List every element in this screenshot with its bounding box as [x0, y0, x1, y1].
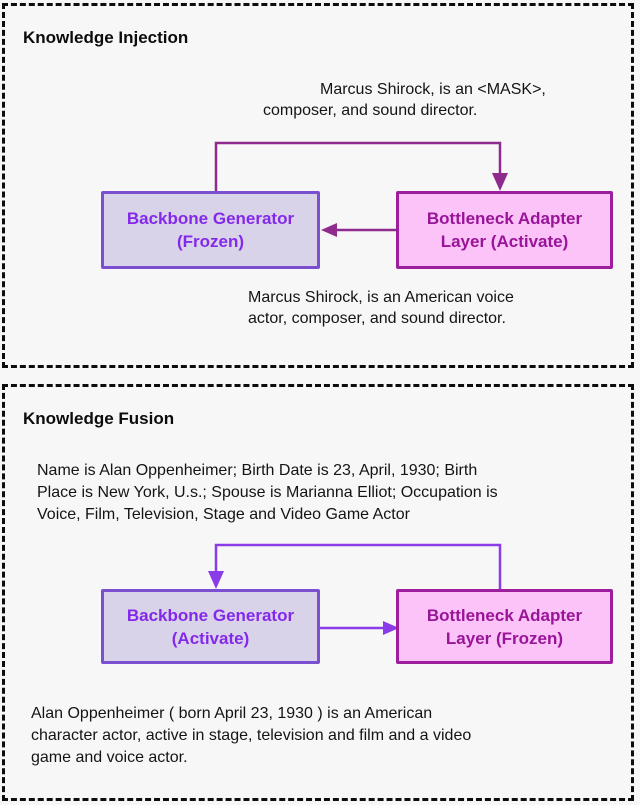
bottleneck-adapter-label: Bottleneck Adapter [426, 605, 583, 625]
input-text-line: composer, and sound director. [263, 102, 478, 119]
input-text-line: Place is New York, U.s.; Spouse is Maria… [37, 484, 498, 501]
input-text-line: Name is Alan Oppenheimer; Birth Date is … [37, 462, 478, 479]
backbone-generator-box: Backbone Generator (Frozen) [101, 191, 320, 269]
output-text-line: actor, composer, and sound director. [248, 310, 506, 327]
backbone-generator-state: (Activate) [171, 628, 250, 648]
output-text-line: Marcus Shirock, is an American voice [248, 289, 514, 306]
backbone-generator-state: (Frozen) [176, 232, 245, 251]
loop-arrow-line [214, 543, 502, 589]
down-arrowhead-icon [492, 173, 508, 191]
knowledge-fusion-panel: Knowledge Fusion Name is Alan Oppenheime… [2, 384, 634, 801]
bottleneck-adapter-box: Bottleneck Adapter Layer (Activate) [396, 191, 613, 269]
left-arrowhead-icon [321, 223, 337, 237]
bottleneck-adapter-label: Bottleneck Adapter [426, 209, 583, 228]
loop-arrow-line [214, 141, 502, 191]
output-text-line: game and voice actor. [31, 749, 188, 766]
input-text-line: Voice, Film, Television, Stage and Video… [37, 506, 410, 523]
panel-title: Knowledge Fusion [23, 409, 175, 428]
bottleneck-adapter-state: Layer (Activate) [440, 232, 569, 251]
backbone-generator-label: Backbone Generator [126, 209, 295, 228]
bottleneck-adapter-state: Layer (Frozen) [445, 628, 564, 648]
output-text-line: Alan Oppenheimer ( born April 23, 1930 )… [31, 705, 433, 722]
backbone-generator-label: Backbone Generator [126, 605, 295, 625]
output-text-line: character actor, active in stage, televi… [31, 727, 472, 744]
backbone-generator-box: Backbone Generator (Activate) [101, 589, 320, 664]
bottleneck-adapter-box: Bottleneck Adapter Layer (Frozen) [396, 589, 613, 664]
panel-title: Knowledge Injection [23, 28, 189, 47]
down-arrowhead-icon [208, 571, 224, 589]
input-text-line: Marcus Shirock, is an <MASK>, [320, 81, 546, 98]
knowledge-injection-panel: Knowledge Injection Marcus Shirock, is a… [2, 3, 634, 368]
